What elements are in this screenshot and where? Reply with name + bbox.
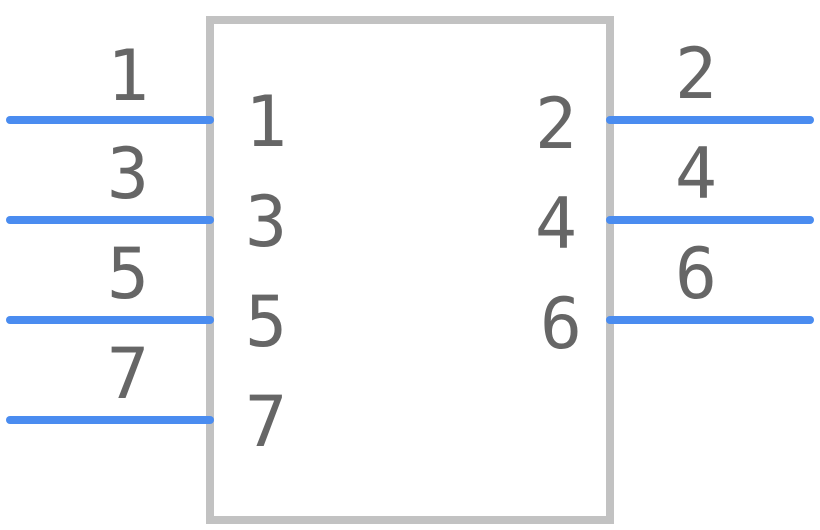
- pin-6[interactable]: 6 6: [540, 233, 814, 365]
- pin-2-inner-number: 2: [535, 83, 577, 165]
- pin-7-inner-number: 7: [245, 381, 287, 463]
- pin-4-outer-number: 4: [675, 133, 717, 215]
- pin-2[interactable]: 2 2: [535, 33, 814, 165]
- pin-7-outer-number: 7: [107, 333, 149, 415]
- pin-4-inner-number: 4: [535, 183, 577, 265]
- pin-3[interactable]: 3 3: [6, 133, 287, 263]
- pin-6-inner-number: 6: [540, 283, 582, 365]
- pin-3-outer-number: 3: [107, 133, 149, 215]
- pin-3-inner-number: 3: [245, 181, 287, 263]
- pin-1[interactable]: 1 1: [6, 35, 287, 163]
- left-pins: 1 1 3 3 5 5 7 7: [6, 35, 287, 463]
- pin-5-outer-number: 5: [107, 233, 149, 315]
- pin-7[interactable]: 7 7: [6, 333, 287, 463]
- pin-4[interactable]: 4 4: [535, 133, 814, 265]
- component-body: [206, 16, 614, 524]
- pin-6-outer-number: 6: [675, 233, 717, 315]
- pin-1-outer-number: 1: [107, 35, 149, 117]
- pin-2-outer-number: 2: [675, 33, 717, 115]
- pin-1-inner-number: 1: [245, 81, 287, 163]
- right-pins: 2 2 4 4 6 6: [535, 33, 814, 365]
- pin-5-inner-number: 5: [245, 281, 287, 363]
- pin-5[interactable]: 5 5: [6, 233, 287, 363]
